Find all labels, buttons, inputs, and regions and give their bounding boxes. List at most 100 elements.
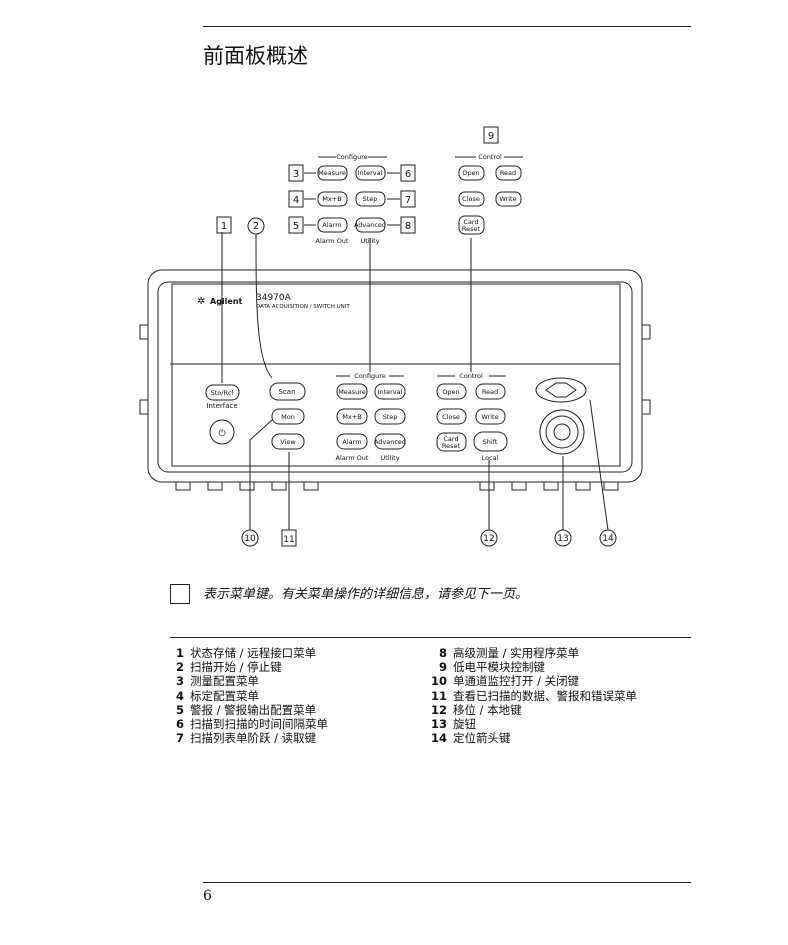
legend-num: 10 <box>430 674 447 689</box>
power-icon: ⏻ <box>218 428 225 439</box>
measure-key-top <box>317 165 348 181</box>
read-key-top-label: Read <box>500 169 516 177</box>
callout-6: 6 <box>405 169 411 180</box>
legend-item: 10 单通道监控打开 / 关闭键 <box>429 674 637 688</box>
close-key-top-label: Close <box>462 195 480 203</box>
open-key-top-label: Open <box>462 169 479 177</box>
legend-text: 单通道监控打开 / 关闭键 <box>453 674 580 689</box>
measure-key <box>336 383 368 400</box>
callout-3: 3 <box>293 169 299 180</box>
callout-1: 1 <box>221 221 227 232</box>
advanced-key-top-label: Advanced <box>354 221 386 229</box>
legend-num: 14 <box>430 731 447 746</box>
legend-num: 11 <box>430 688 447 703</box>
view-key-label: View <box>280 438 296 446</box>
knob <box>539 409 585 455</box>
alarm-key-top <box>317 217 348 233</box>
reset-label: Reset <box>442 442 461 450</box>
control-label-top: Control <box>478 153 502 161</box>
brand-name: Agilent <box>210 297 243 306</box>
advanced-key-top <box>355 217 386 233</box>
front-panel-diagram: Configure Control Measure Interval Mx+B … <box>139 126 651 547</box>
callout-8: 8 <box>405 221 411 232</box>
callout-5: 5 <box>293 221 299 232</box>
utility-label: Utility <box>380 454 399 462</box>
legend-num: 2 <box>175 660 184 675</box>
alarm-key <box>336 433 368 450</box>
legend-num: 7 <box>175 731 184 746</box>
sto-rcl-key <box>205 384 240 401</box>
legend-num: 6 <box>175 717 184 732</box>
legend-text: 查看已扫描的数据、警报和错误菜单 <box>453 688 637 703</box>
scan-key-label: Scan <box>278 388 295 396</box>
legend-text: 扫描开始 / 停止键 <box>190 660 282 675</box>
legend-item: 2 扫描开始 / 停止键 <box>166 660 328 674</box>
callout-9: 9 <box>488 131 494 142</box>
measure-key-label: Measure <box>338 388 366 396</box>
legend-item: 8 高级测量 / 实用程序菜单 <box>429 646 637 660</box>
reset-label-top: Reset <box>462 225 481 233</box>
legend-text: 状态存储 / 远程接口菜单 <box>190 646 317 660</box>
view-key <box>271 433 305 450</box>
shift-key <box>473 431 508 452</box>
interval-key-top <box>355 165 386 181</box>
legend-text: 移位 / 本地键 <box>453 702 522 717</box>
local-label: Local <box>482 454 499 462</box>
legend-text: 警报 / 警报输出配置菜单 <box>190 702 317 717</box>
callout-14: 14 <box>602 534 614 544</box>
legend-num: 3 <box>175 674 184 689</box>
bottom-rule <box>203 882 691 883</box>
write-key <box>475 408 506 425</box>
write-key-label: Write <box>481 413 498 421</box>
legend-text: 高级测量 / 实用程序菜单 <box>453 646 580 660</box>
legend-num: 8 <box>438 646 447 660</box>
mxb-key-top-label: Mx+B <box>322 195 341 203</box>
callout-11: 11 <box>283 535 294 545</box>
mon-key-label: Mon <box>281 413 295 421</box>
callout-7: 7 <box>405 195 411 206</box>
close-key-top <box>458 191 485 207</box>
legend-num: 9 <box>438 660 447 675</box>
step-key-label: Step <box>383 413 398 421</box>
legend-num: 4 <box>175 688 184 703</box>
model-number: 34970A <box>256 293 292 303</box>
legend-rule <box>170 637 691 638</box>
legend-text: 定位箭头键 <box>453 731 511 746</box>
step-key-top <box>355 191 386 207</box>
alarm-out-label: Alarm Out <box>336 454 369 462</box>
card-label: Card <box>443 435 458 443</box>
interval-key-label: Interval <box>378 388 403 396</box>
callout-4: 4 <box>293 195 299 206</box>
card-label-top: Card <box>463 218 478 226</box>
page-title: 前面板概述 <box>203 44 308 68</box>
legend-item: 11 查看已扫描的数据、警报和错误菜单 <box>429 689 637 703</box>
legend-item: 14 定位箭头键 <box>429 731 637 745</box>
configure-label: Configure <box>354 372 386 380</box>
close-key-label: Close <box>442 413 460 421</box>
advanced-key-label: Advanced <box>374 438 406 446</box>
menu-key-note: 表示菜单键。有关菜单操作的详细信息，请参见下一页。 <box>203 587 529 602</box>
configure-label-top: Configure <box>336 153 368 161</box>
mxb-key-top <box>317 191 348 207</box>
read-key-label: Read <box>482 388 498 396</box>
asterisk-logo-icon: ✲ <box>197 296 205 307</box>
close-key <box>436 408 467 425</box>
write-key-top <box>495 191 522 207</box>
step-key-top-label: Step <box>363 195 378 203</box>
callout-10: 10 <box>244 534 256 544</box>
shift-key-label: Shift <box>483 438 498 446</box>
measure-key-top-label: Measure <box>318 169 346 177</box>
legend-text: 低电平模块控制键 <box>453 660 545 675</box>
read-key <box>475 383 506 400</box>
legend-num: 13 <box>430 717 447 732</box>
sto-rcl-key-label: Sto/Rcl <box>211 389 234 397</box>
card-reset-key-top <box>458 215 485 235</box>
